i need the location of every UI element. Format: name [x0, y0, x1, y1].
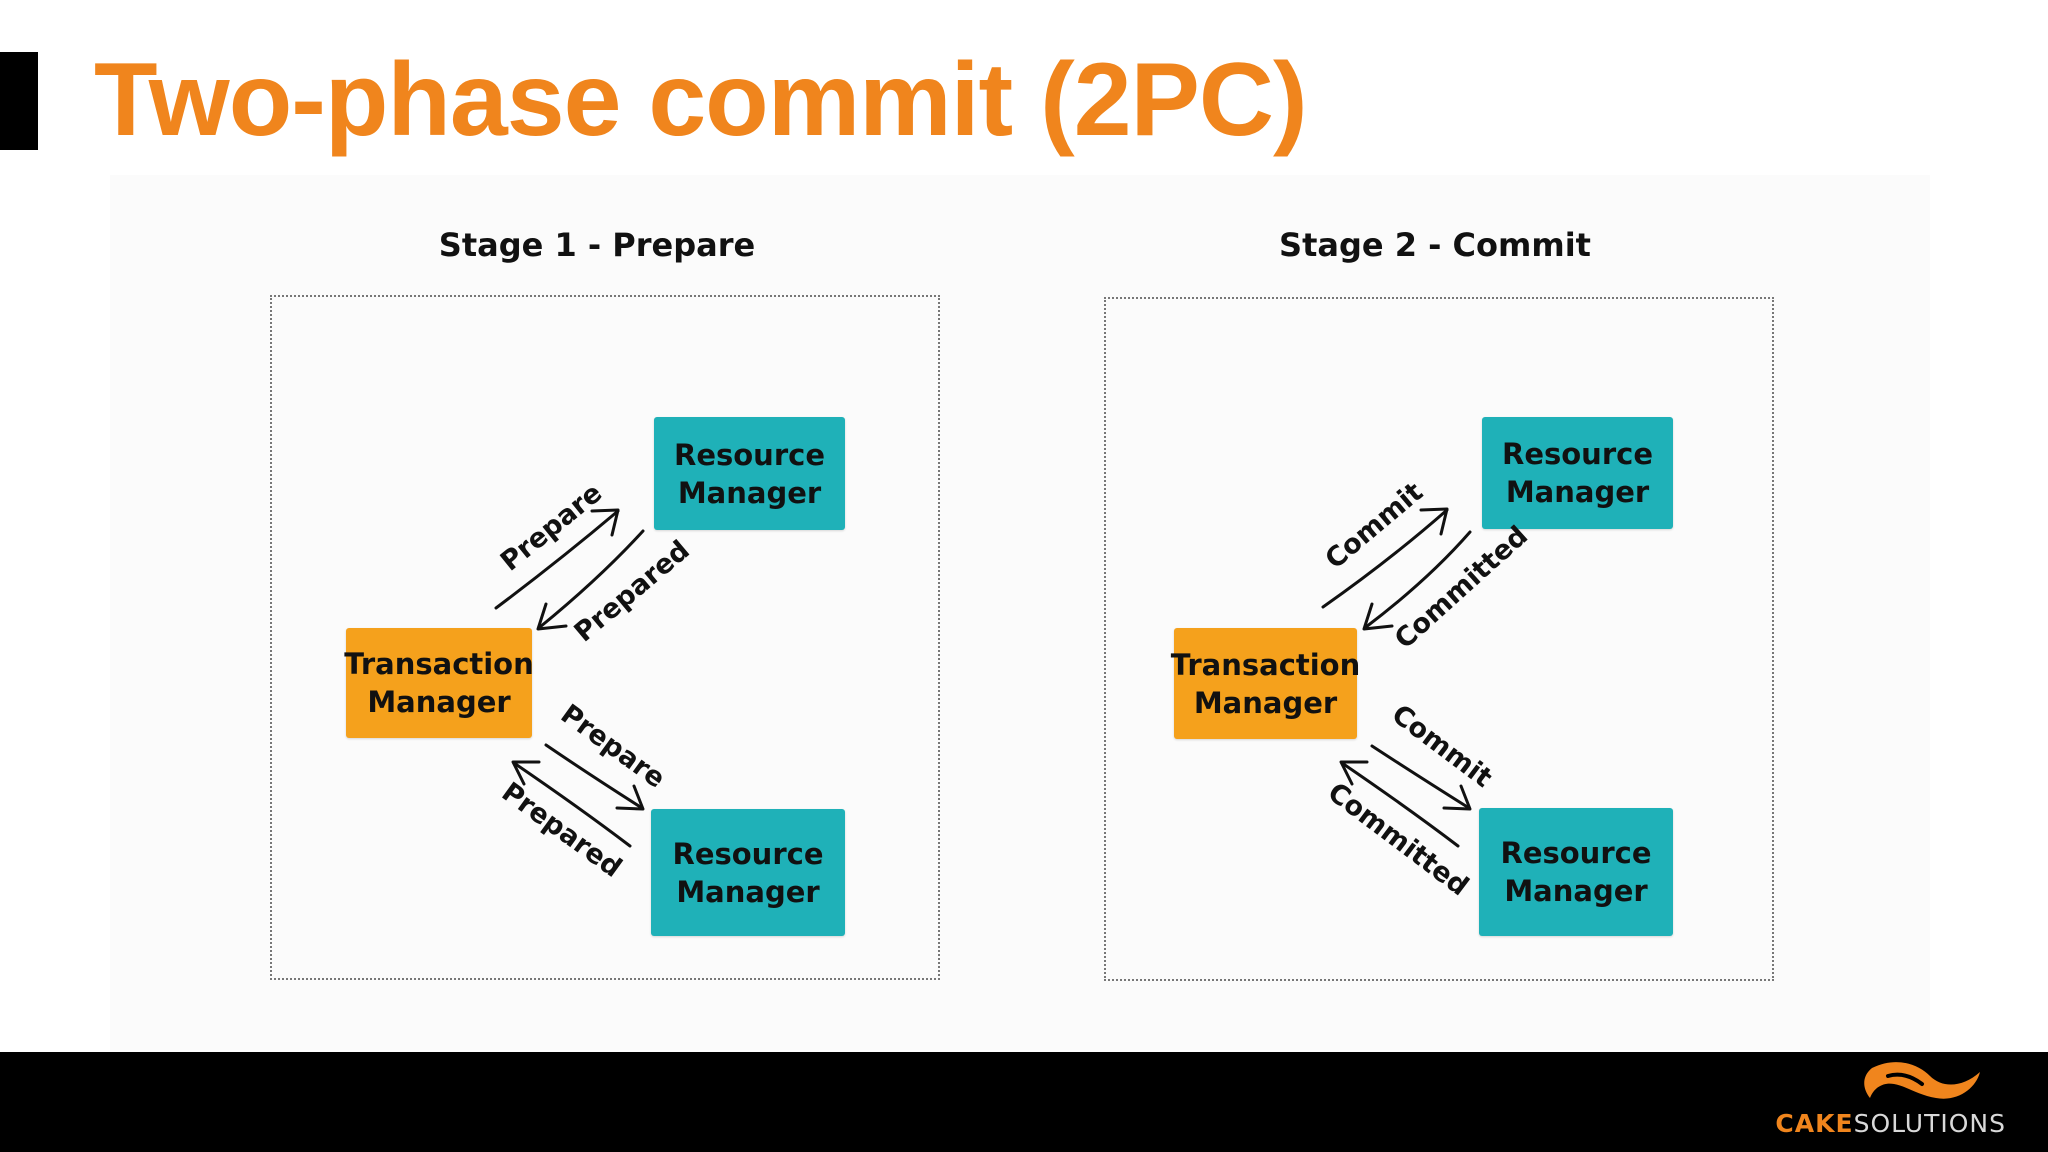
- stage-1-bottom-request-label: Prepare: [555, 699, 671, 795]
- stage-1-top-response-arrowhead: [536, 602, 568, 631]
- stage-1-bottom-response-arrow: [512, 761, 632, 848]
- stage-2-heading: Stage 2 - Commit: [1279, 226, 1591, 264]
- stage-2-top-response-arrow: [1364, 530, 1472, 629]
- stage-1-bottom-request-arrowhead: [615, 784, 645, 811]
- logo-text-cake: CAKE: [1775, 1109, 1854, 1138]
- stage-2-bottom-request-label: Commit: [1386, 699, 1498, 794]
- stage-2-bottom-response-arrowhead: [1339, 760, 1369, 786]
- cake-swirl-icon: [1864, 1062, 1980, 1099]
- logo-wordmark: CAKESOLUTIONS: [1775, 1109, 2006, 1138]
- stage-2-bottom-request-arrow: [1370, 744, 1471, 810]
- stage-1-transaction-manager: Transaction Manager: [344, 628, 534, 738]
- company-logo: CAKESOLUTIONS: [1746, 1054, 2006, 1142]
- stage-1-panel: [270, 295, 940, 980]
- footer-bar: CAKESOLUTIONS: [0, 1052, 2048, 1152]
- stage-1-top-request-arrowhead: [590, 508, 620, 537]
- stage-1-resource-manager-bottom: Resource Manager: [651, 809, 845, 936]
- stage-1-heading: Stage 1 - Prepare: [438, 226, 756, 264]
- stage-1-top-request-arrow: [494, 509, 620, 610]
- stage-2-resource-manager-top: Resource Manager: [1482, 417, 1673, 529]
- stage-1-bottom-response-arrowhead: [511, 760, 541, 786]
- stage-2-top-request-label: Commit: [1320, 476, 1429, 575]
- stage-2-resource-manager-bottom: Resource Manager: [1479, 808, 1673, 936]
- stage-2-top-request-arrowhead: [1419, 507, 1449, 536]
- stage-2-panel: [1104, 297, 1774, 981]
- stage-1-top-response-arrow: [538, 529, 645, 629]
- logo-text-solutions: SOLUTIONS: [1853, 1109, 2006, 1138]
- title-marker: [0, 52, 38, 150]
- stage-2-transaction-manager: Transaction Manager: [1171, 628, 1360, 739]
- stage-2-bottom-request-arrowhead: [1442, 784, 1472, 811]
- stage-2-bottom-response-arrow: [1340, 761, 1460, 848]
- stage-1-resource-manager-top: Resource Manager: [654, 417, 845, 530]
- stage-1-top-response-label: Prepared: [569, 535, 696, 649]
- slide-title: Two-phase commit (2PC): [94, 42, 1308, 158]
- stage-2-top-request-arrow: [1321, 508, 1449, 609]
- stage-1-bottom-request-arrow: [544, 743, 644, 810]
- stage-1-top-request-label: Prepare: [495, 477, 608, 577]
- stage-2-top-response-arrowhead: [1362, 602, 1394, 631]
